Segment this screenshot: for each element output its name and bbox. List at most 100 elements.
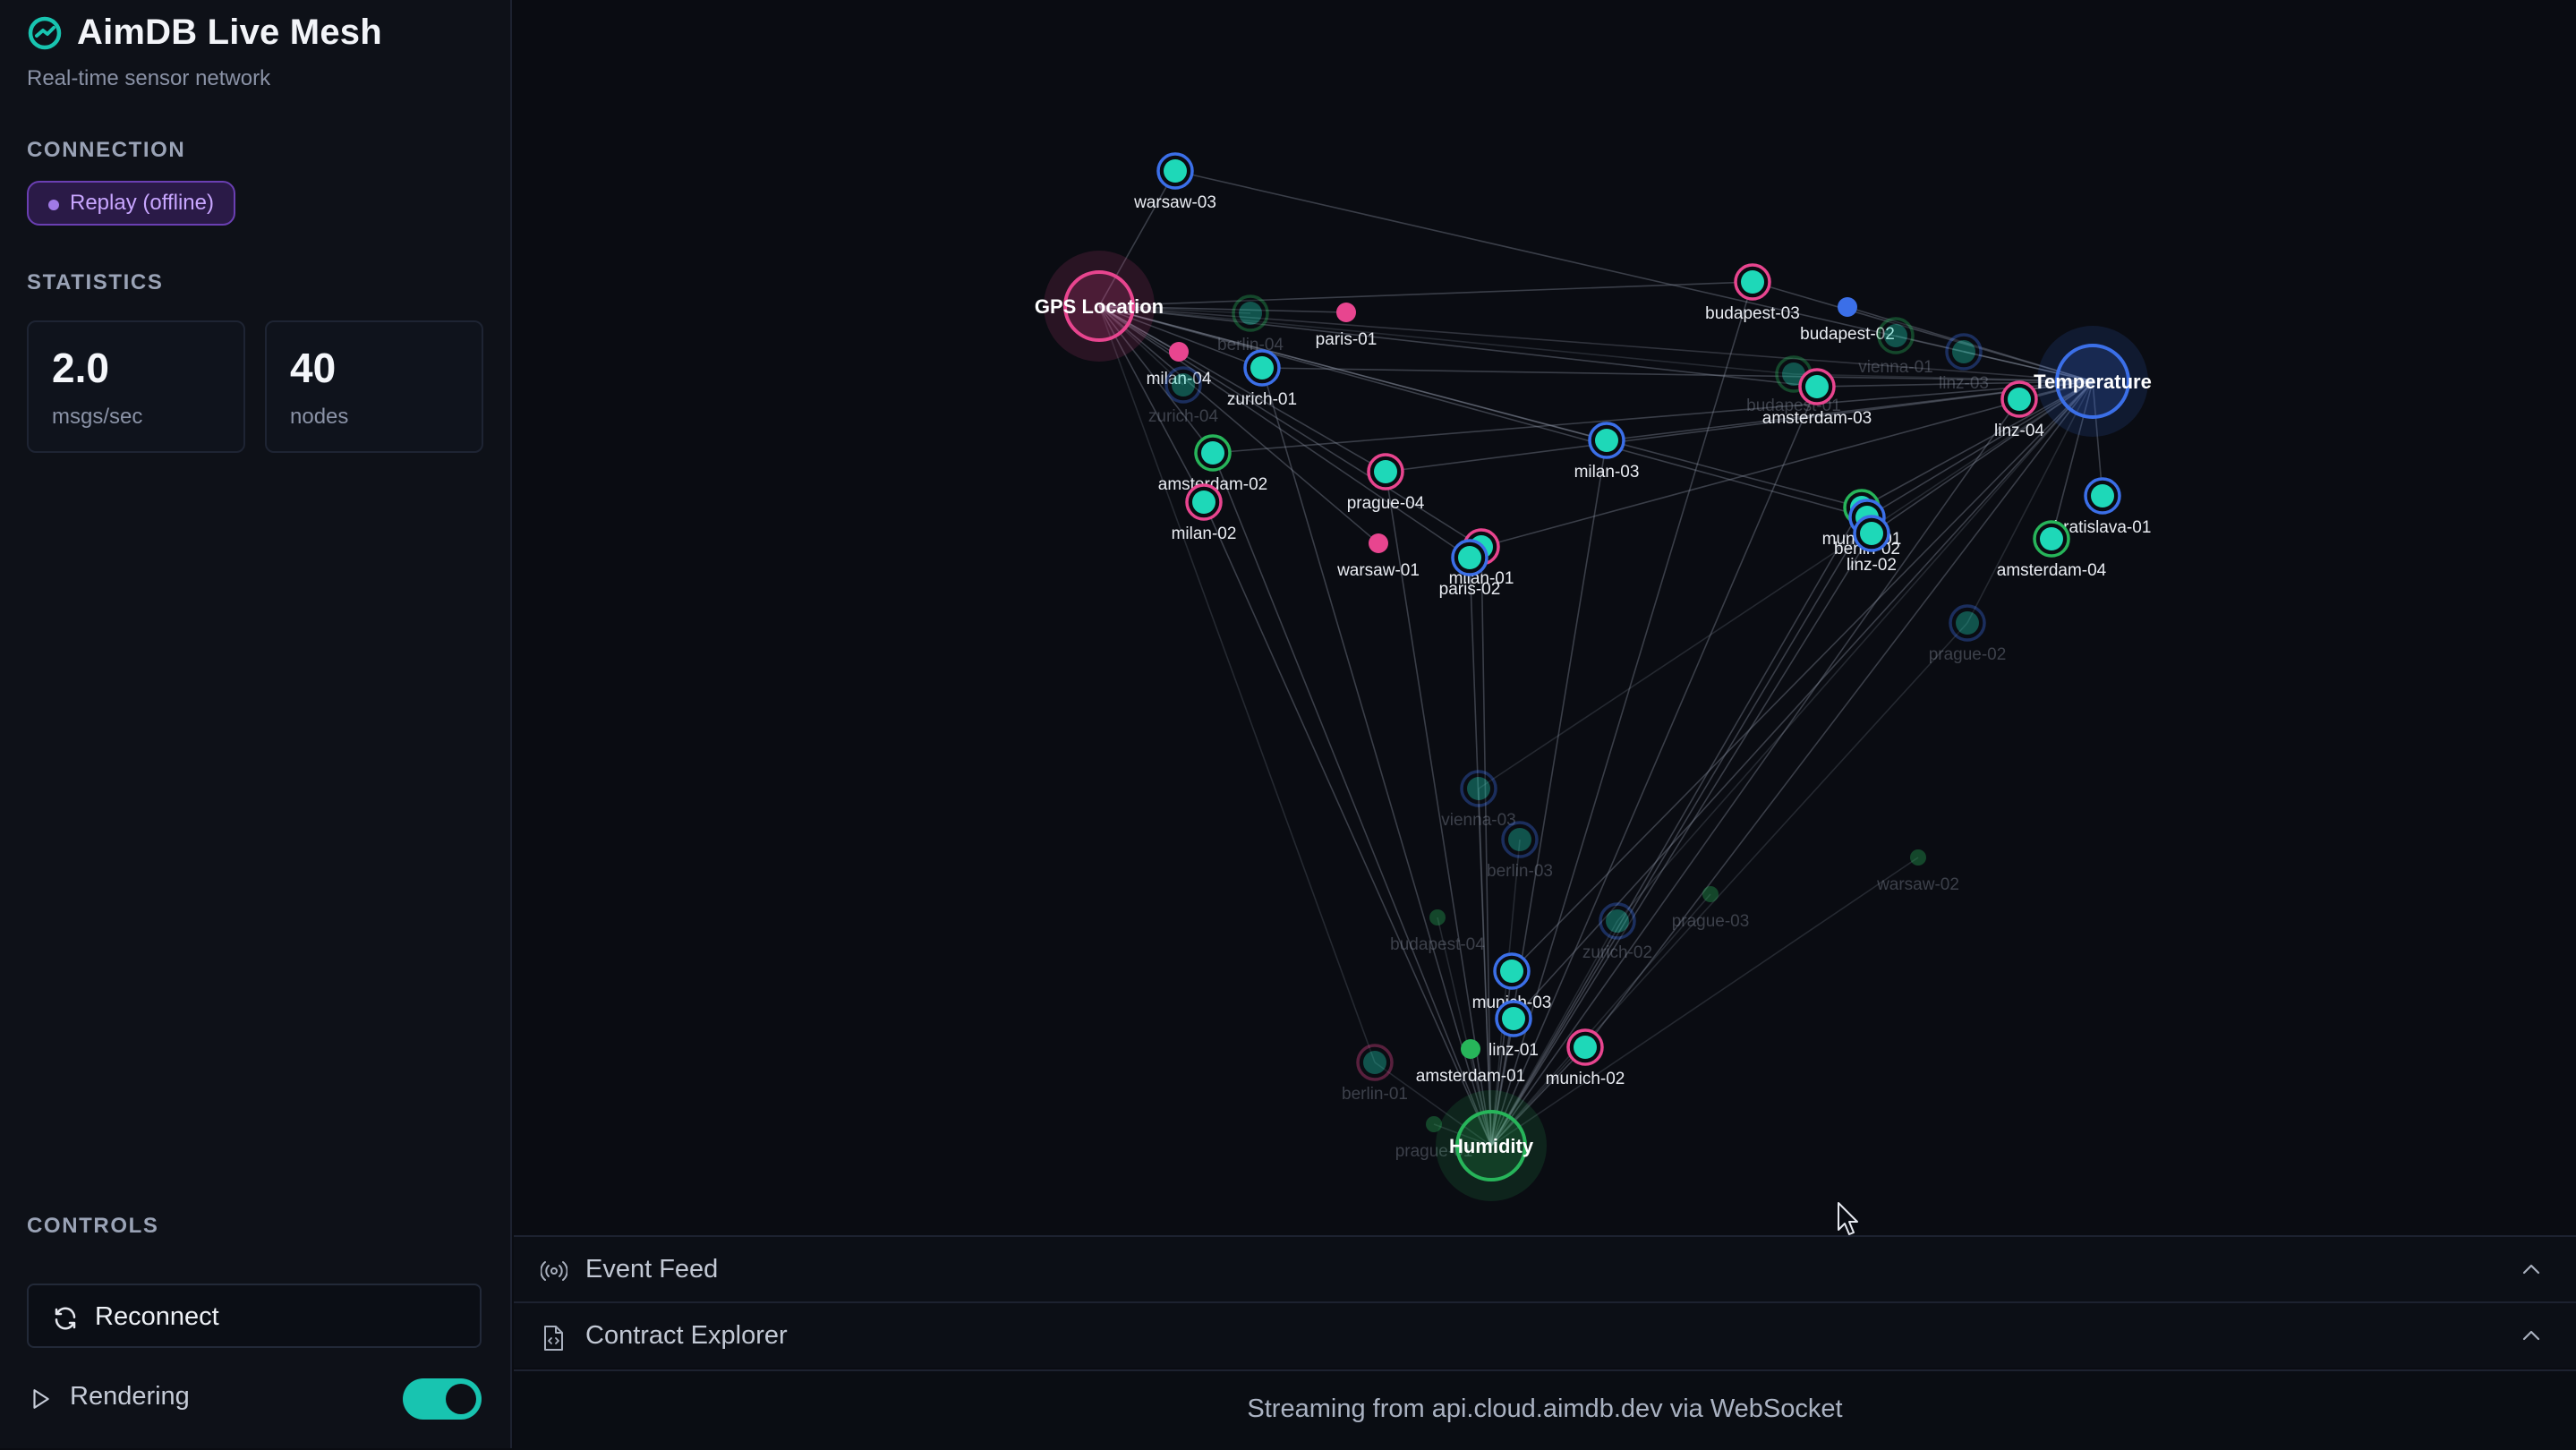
node-ring (1356, 1044, 1394, 1081)
hub-temperature[interactable]: Temperature (2034, 326, 2152, 437)
mouse-cursor-icon (1838, 1202, 1858, 1235)
node-label: budapest-04 (1390, 935, 1485, 954)
sensor-node-paris-01[interactable]: paris-01 (1316, 303, 1378, 349)
graph-edge (1511, 380, 2094, 972)
graph-edge (1433, 1123, 1492, 1147)
node-label: milan-04 (1147, 370, 1212, 388)
graph-edge (1212, 380, 2094, 454)
graph-edge (1098, 305, 1205, 503)
sensor-node-milan-03[interactable]: milan-03 (1574, 422, 1640, 482)
sensor-node-prague-04[interactable]: prague-04 (1347, 453, 1425, 513)
node-core (1172, 373, 1195, 397)
sensor-node-paris-02[interactable]: paris-02 (1439, 539, 1501, 599)
node-core (1741, 270, 1764, 294)
graph-edge (1098, 305, 1251, 314)
sensor-node-berlin-04[interactable]: berlin-04 (1217, 294, 1284, 354)
graph-edge (1861, 380, 2094, 508)
sensor-node-prague-03[interactable]: prague-03 (1672, 886, 1750, 931)
sensor-node-budapest-04[interactable]: budapest-04 (1390, 909, 1485, 954)
node-label: linz-03 (1939, 374, 1989, 393)
graph-edge (1480, 546, 1492, 1147)
stat-value: 40 (290, 345, 337, 391)
graph-edge (1174, 170, 2094, 382)
graph-edge (1098, 305, 2094, 382)
graph-edge (1816, 380, 2094, 388)
node-label: zurich-01 (1227, 390, 1297, 409)
sensor-node-vienna-01[interactable]: vienna-01 (1858, 317, 1933, 377)
graph-edge (1098, 305, 1184, 386)
node-dot (1910, 849, 1926, 866)
sensor-node-warsaw-02[interactable]: warsaw-02 (1876, 849, 1959, 894)
node-dot (1426, 1116, 1442, 1132)
sensor-node-munich-02[interactable]: munich-02 (1546, 1028, 1625, 1088)
node-label: prague-04 (1347, 494, 1425, 513)
node-ring (1501, 821, 1539, 858)
controls-heading: CONTROLS (27, 1214, 159, 1238)
node-core (1606, 909, 1629, 933)
graph-edge (1098, 305, 1795, 375)
node-label: vienna-03 (1441, 811, 1515, 830)
node-ring (1164, 366, 1202, 404)
statistics-heading: STATISTICS (27, 270, 164, 294)
node-label: berlin-04 (1217, 336, 1284, 354)
node-dot (1702, 886, 1719, 902)
event-feed-panel-toggle[interactable]: Event Feed (514, 1235, 2576, 1301)
sensor-node-milan-02[interactable]: milan-02 (1172, 483, 1237, 543)
sensor-node-budapest-02[interactable]: budapest-02 (1800, 297, 1895, 344)
graph-edge (1098, 305, 1379, 544)
node-dot (1461, 1039, 1480, 1059)
hub-gps[interactable]: GPS Location (1035, 251, 1164, 362)
mesh-graph-canvas[interactable]: warsaw-03berlin-04paris-01milan-04zurich… (514, 0, 2576, 1235)
sensor-node-zurich-02[interactable]: zurich-02 (1582, 902, 1652, 962)
connection-status-badge: Replay (offline) (27, 181, 235, 226)
sensor-node-amsterdam-01[interactable]: amsterdam-01 (1416, 1039, 1526, 1086)
hub-humidity[interactable]: Humidity (1436, 1090, 1547, 1201)
reconnect-button[interactable]: Reconnect (27, 1284, 482, 1348)
graph-edge (2051, 380, 2094, 540)
node-core (1782, 362, 1805, 386)
sensor-node-zurich-01[interactable]: zurich-01 (1227, 349, 1297, 409)
graph-edge (1490, 893, 1711, 1147)
node-ring (1460, 770, 1497, 807)
graph-edges (1098, 170, 2103, 1147)
sensor-node-bratislava-01[interactable]: bratislava-01 (2054, 477, 2152, 537)
sensor-node-amsterdam-04[interactable]: amsterdam-04 (1997, 520, 2107, 580)
graph-edge (1469, 557, 1492, 1147)
node-core (1595, 429, 1618, 452)
sensor-node-warsaw-01[interactable]: warsaw-01 (1336, 533, 1420, 580)
sensor-node-vienna-03[interactable]: vienna-03 (1441, 770, 1516, 830)
sensor-node-linz-03[interactable]: linz-03 (1939, 333, 1989, 393)
sensor-node-milan-04[interactable]: milan-04 (1147, 342, 1212, 388)
mesh-graph[interactable]: warsaw-03berlin-04paris-01milan-04zurich… (514, 0, 2576, 1235)
sensor-node-prague-01[interactable]: prague-01 (1395, 1116, 1473, 1161)
graph-edge (1098, 170, 1176, 307)
sensor-node-berlin-03[interactable]: berlin-03 (1487, 821, 1553, 881)
node-label: milan-03 (1574, 463, 1640, 482)
graph-edge (1490, 970, 1513, 1147)
graph-edge (1513, 380, 2094, 1019)
node-core (2008, 388, 2031, 411)
sensor-node-prague-02[interactable]: prague-02 (1929, 604, 2007, 664)
contract-explorer-panel-toggle[interactable]: Contract Explorer (514, 1301, 2576, 1368)
node-label: warsaw-01 (1336, 561, 1420, 580)
sensor-node-linz-02[interactable]: linz-02 (1847, 515, 1897, 575)
sensor-node-berlin-01[interactable]: berlin-01 (1342, 1044, 1408, 1104)
graph-edge (1261, 367, 2094, 382)
node-core (1363, 1051, 1386, 1074)
sensor-node-budapest-03[interactable]: budapest-03 (1705, 263, 1800, 323)
node-core (2040, 527, 2063, 550)
stream-status-text: Streaming from api.cloud.aimdb.dev via W… (1247, 1395, 1843, 1423)
graph-edge (1871, 380, 2094, 534)
sensor-node-linz-01[interactable]: linz-01 (1488, 1000, 1539, 1060)
sensor-node-warsaw-03[interactable]: warsaw-03 (1133, 152, 1216, 212)
graph-edge (1098, 305, 1347, 313)
sensor-node-zurich-04[interactable]: zurich-04 (1148, 366, 1219, 426)
graph-edge (1752, 281, 2094, 382)
sensor-node-amsterdam-02[interactable]: amsterdam-02 (1158, 434, 1268, 494)
rendering-toggle[interactable] (403, 1378, 482, 1420)
node-label: linz-01 (1488, 1041, 1539, 1060)
sensor-node-linz-04[interactable]: linz-04 (1994, 380, 2044, 440)
chevron-up-icon (2522, 1264, 2540, 1275)
sensor-node-amsterdam-03[interactable]: amsterdam-03 (1762, 368, 1872, 428)
reconnect-label: Reconnect (95, 1302, 219, 1331)
